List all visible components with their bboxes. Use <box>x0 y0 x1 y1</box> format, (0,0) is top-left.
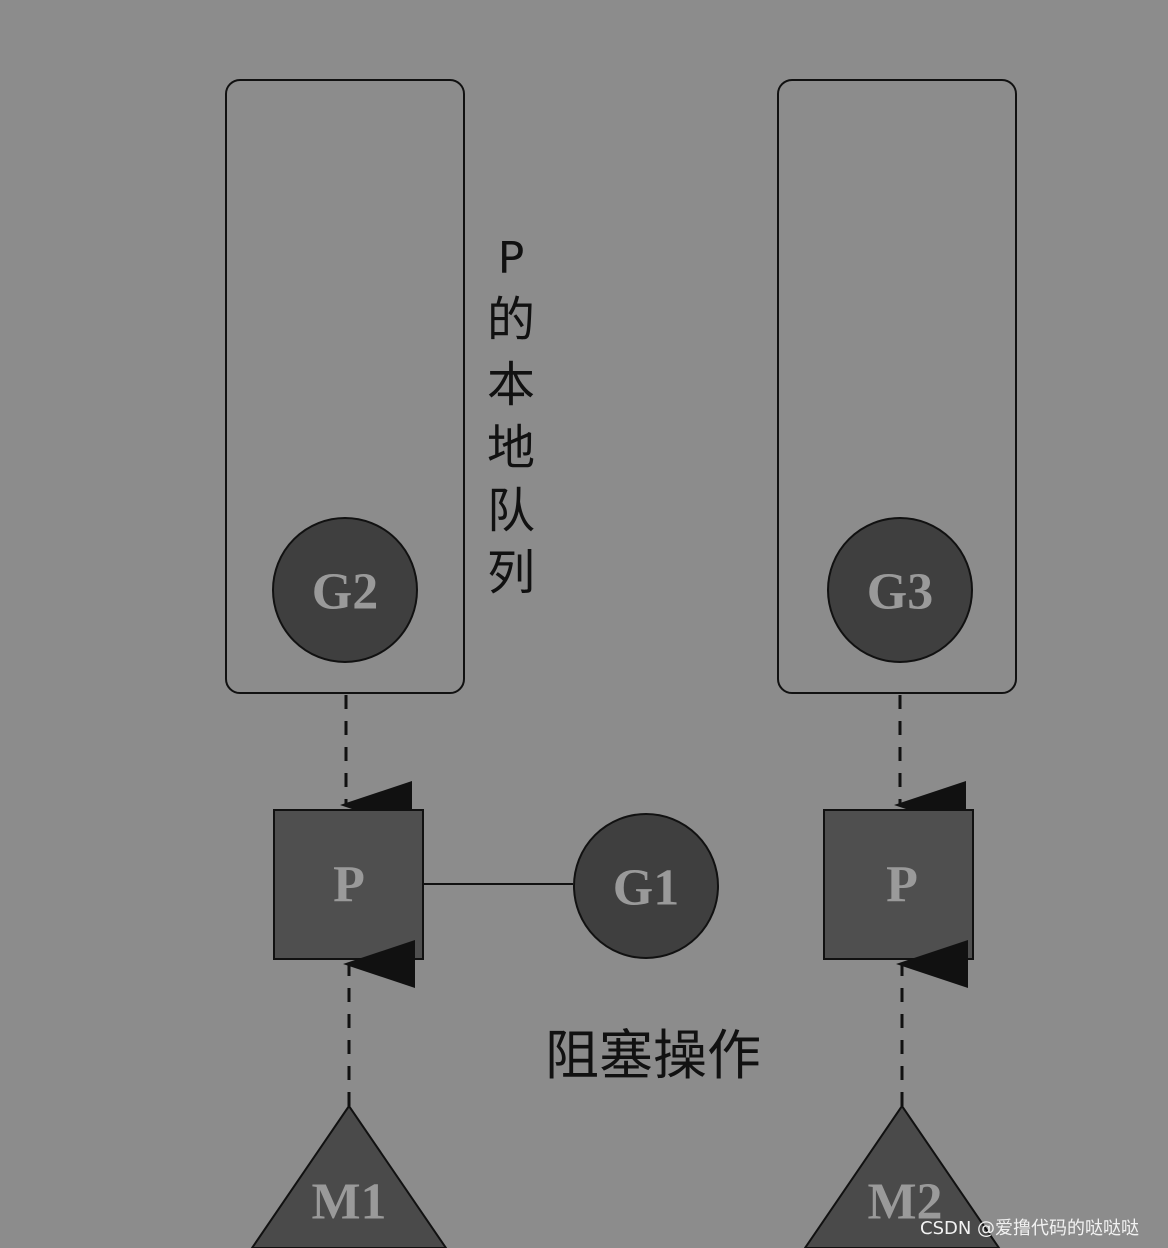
machine-m2-label: M2 <box>867 1174 942 1231</box>
csdn-watermark: CSDN @爱撸代码的哒哒哒 <box>920 1218 1139 1239</box>
machine-m1-triangle <box>250 1104 448 1248</box>
queue-caption-char-3: 本 <box>487 357 535 413</box>
goroutine-g1-circle <box>573 813 719 959</box>
blocking-operation-caption: 阻塞操作 <box>545 1024 761 1087</box>
right-processor-label: P <box>886 857 918 914</box>
machine-m2-triangle <box>803 1104 1001 1248</box>
right-processor-box <box>823 809 974 960</box>
goroutine-g1-label: G1 <box>613 860 679 917</box>
queue-caption-char-2: 的 <box>487 292 535 348</box>
queue-caption-char-5: 队 <box>487 483 535 539</box>
right-local-queue-box <box>777 79 1017 694</box>
goroutine-g2-label: G2 <box>312 564 378 621</box>
queue-caption-char-4: 地 <box>487 420 535 476</box>
goroutine-g3-circle <box>827 517 973 663</box>
left-local-queue-box <box>225 79 465 694</box>
queue-caption-char-1: P <box>498 233 525 284</box>
goroutine-g2-circle <box>272 517 418 663</box>
left-processor-label: P <box>333 857 365 914</box>
machine-m1-label: M1 <box>311 1174 386 1231</box>
queue-caption-char-6: 列 <box>487 545 535 601</box>
goroutine-g3-label: G3 <box>867 564 933 621</box>
